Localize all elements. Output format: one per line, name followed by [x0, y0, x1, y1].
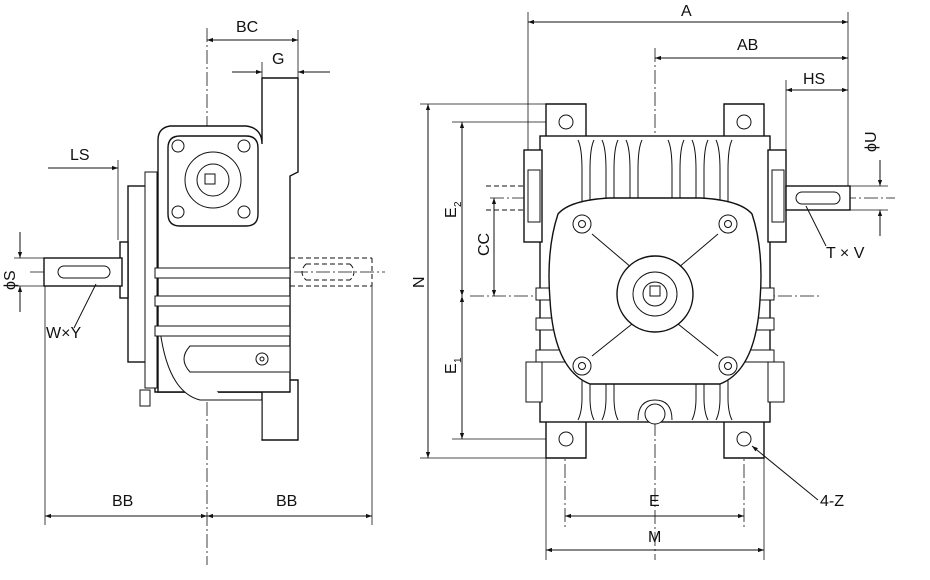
dim-label-e2-sub: 2: [453, 201, 464, 207]
dim-label-wxy: W×Y: [46, 325, 81, 342]
dim-label-cc: CC: [476, 233, 493, 256]
dim-label-e: E: [649, 493, 660, 510]
dim-label-ab: AB: [737, 37, 758, 54]
dim-label-e1-sub: 1: [453, 357, 464, 363]
dim-label-ls: LS: [70, 147, 90, 164]
dim-label-a: A: [681, 3, 692, 20]
dim-label-n: N: [411, 276, 428, 288]
dim-label-phi-u: ϕU: [863, 131, 880, 152]
dim-label-hs: HS: [803, 71, 825, 88]
dim-label-txv: T × V: [826, 245, 865, 262]
dim-label-m: M: [648, 529, 661, 546]
dim-label-phi-s: ϕS: [2, 270, 19, 290]
dim-label-bb-left: BB: [112, 493, 133, 510]
dim-label-e1: E: [443, 363, 460, 374]
dim-label-bb-right: BB: [276, 493, 297, 510]
dim-label-bc: BC: [236, 19, 258, 36]
side-view: BC G LS ϕS W×Y BB BB: [2, 19, 385, 565]
dim-label-e2: E: [443, 207, 460, 218]
dim-label-g: G: [272, 51, 284, 68]
front-view: A AB HS ϕU T × V N E 2 E 1 CC E: [411, 3, 895, 560]
dim-label-4z: 4-Z: [820, 493, 844, 510]
